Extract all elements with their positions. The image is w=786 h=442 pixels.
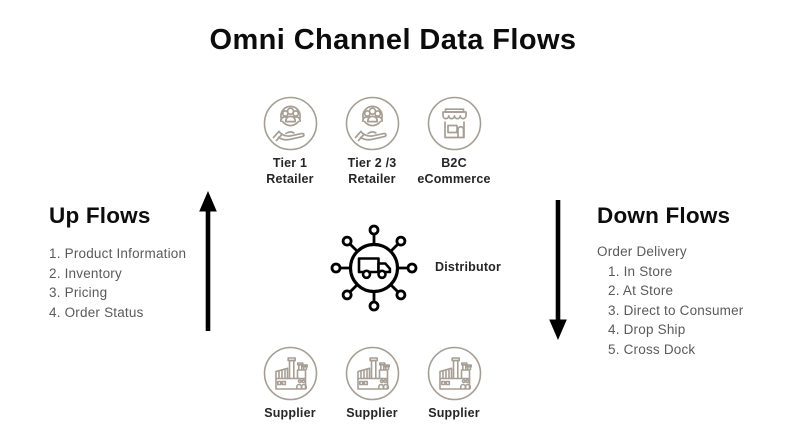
factory-icon: [427, 346, 481, 401]
down-flows-intro: Order Delivery: [597, 244, 687, 259]
list-item: 3. Pricing: [49, 285, 108, 300]
storefront-icon: [427, 96, 481, 151]
list-item: 1. Product Information: [49, 246, 187, 261]
hand-people-icon: [345, 96, 399, 151]
list-item: 1. In Store: [608, 263, 673, 279]
page-title: Omni Channel Data Flows: [209, 24, 577, 56]
node-supplier-1: Supplier: [250, 346, 330, 422]
retailer-row: Tier 1 Retailer Tier 2 /3 Ret: [250, 96, 494, 187]
node-supplier-3: Supplier: [414, 346, 494, 422]
node-tier1-retailer: Tier 1 Retailer: [250, 96, 330, 187]
node-label: B2C eCommerce: [417, 156, 491, 186]
down-arrow: [546, 199, 570, 341]
down-flows-list: 1. In Store 2. At Store 3. Direct to Con…: [597, 262, 744, 360]
up-arrow: [196, 190, 220, 332]
node-tier23-retailer: Tier 2 /3 Retailer: [332, 96, 412, 187]
arrow-down-icon: [549, 200, 567, 340]
down-flows-section: Down Flows Order Delivery 1. In Store 2.…: [597, 203, 744, 359]
factory-icon: [345, 346, 399, 401]
hand-people-icon: [263, 96, 317, 151]
up-flows-heading: Up Flows: [49, 203, 151, 228]
list-item: 4. Drop Ship: [608, 322, 686, 337]
node-b2c-ecommerce: B2C eCommerce: [414, 96, 494, 187]
distributor-label: Distributor: [435, 260, 502, 275]
list-item: 2. At Store: [608, 283, 674, 298]
list-item: 5. Cross Dock: [608, 341, 696, 357]
supplier-row: Supplier Supplie: [250, 346, 494, 422]
node-label: Supplier: [346, 406, 398, 420]
node-label: Supplier: [264, 406, 316, 420]
list-item: 2. Inventory: [49, 265, 122, 281]
node-distributor: Distributor: [328, 222, 501, 314]
factory-icon: [263, 346, 317, 401]
up-flows-list: 1. Product Information 2. Inventory 3. P…: [49, 244, 186, 322]
down-flows-heading: Down Flows: [597, 203, 731, 228]
node-label: Supplier: [428, 406, 480, 420]
node-label: Tier 2 /3 Retailer: [347, 156, 397, 186]
distribution-network-icon: [330, 224, 418, 312]
node-supplier-2: Supplier: [332, 346, 412, 422]
list-item: 3. Direct to Consumer: [608, 302, 744, 318]
up-flows-section: Up Flows 1. Product Information 2. Inven…: [49, 203, 186, 322]
list-item: 4. Order Status: [49, 304, 144, 320]
arrow-up-icon: [199, 191, 217, 331]
node-label: Tier 1 Retailer: [266, 156, 314, 186]
